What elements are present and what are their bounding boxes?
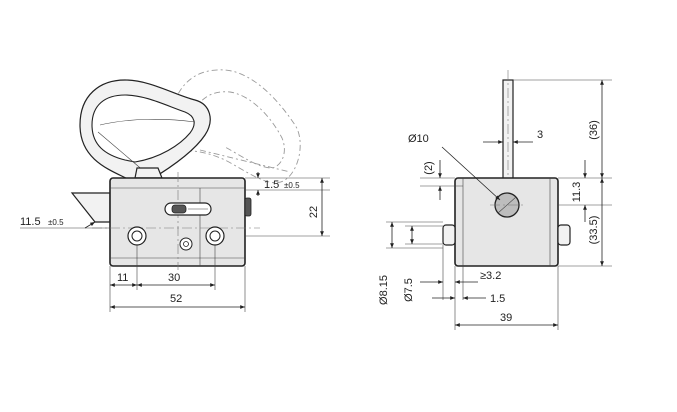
pin-right [557, 224, 571, 246]
dim-11-3: 11.3 [571, 182, 583, 203]
left-flange [70, 192, 111, 223]
side-view: Ø10 3 (36) 11.3 (33.5) (2) Ø8.15 [378, 70, 612, 330]
dim-22: 22 [308, 206, 320, 218]
dim-phi8-15: Ø8.15 [378, 275, 390, 305]
dim-3: 3 [537, 129, 543, 141]
dim-11-5: 11.5 [20, 216, 41, 228]
dim-phi7-5: Ø7.5 [403, 278, 415, 302]
dim-11-5-tol: ±0.5 [48, 218, 64, 227]
dim-33-5: (33.5) [588, 216, 600, 245]
handle-inner-opening [91, 94, 195, 163]
dim-1-5: 1.5 [264, 179, 279, 191]
housing-body [109, 177, 246, 267]
dim-2: (2) [423, 161, 435, 174]
side-housing [454, 177, 559, 267]
dim-39: 39 [500, 312, 512, 324]
front-view: 1.5 ±0.5 22 11.5 ±0.5 11 30 52 [20, 69, 330, 312]
dim-52: 52 [170, 293, 182, 305]
dim-1-5-tol: ±0.5 [284, 181, 300, 190]
dim-30: 30 [168, 272, 180, 284]
dim-1-5-side: 1.5 [490, 293, 505, 305]
dim-ge3-2: ≥3.2 [480, 270, 501, 282]
dim-11: 11 [117, 272, 128, 284]
pin-left [442, 224, 456, 246]
dim-36: (36) [588, 120, 600, 140]
dim-phi10: Ø10 [408, 133, 429, 145]
